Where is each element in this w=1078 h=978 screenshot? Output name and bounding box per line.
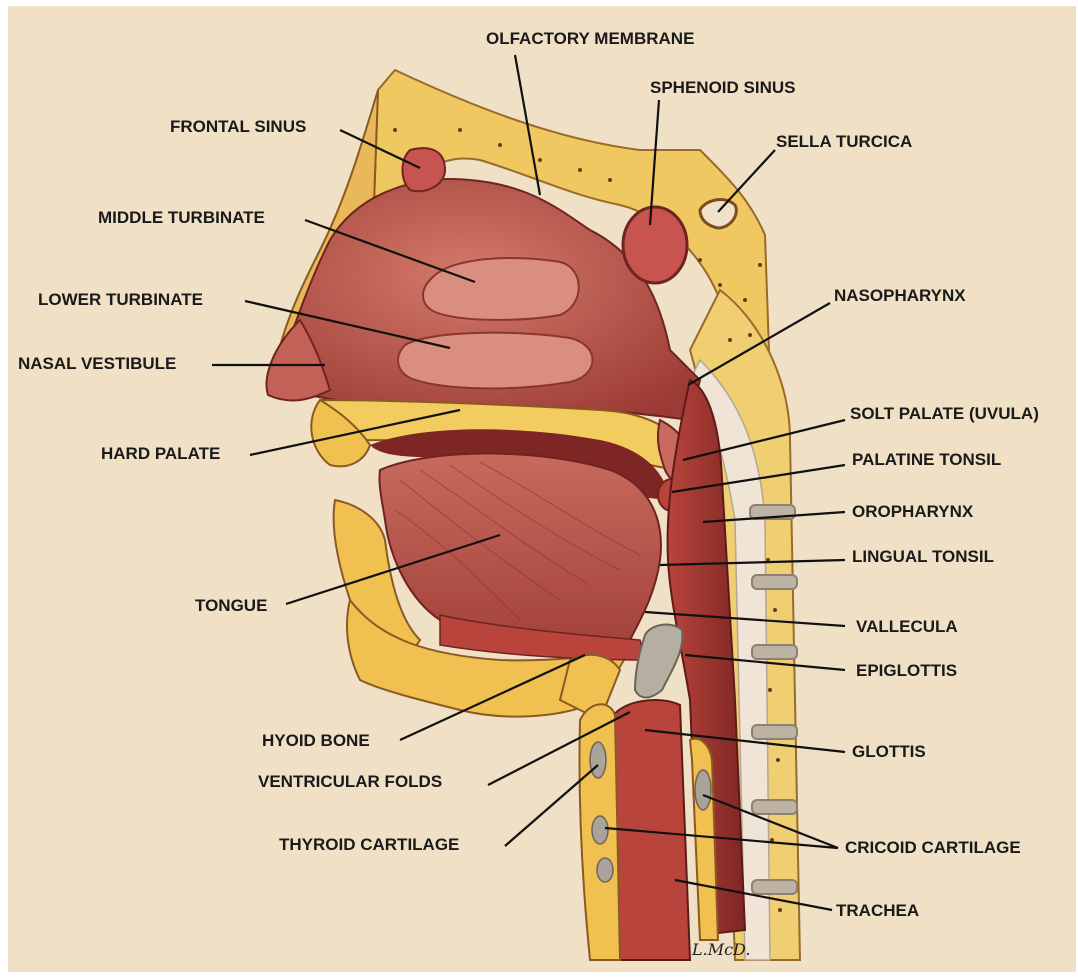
- label-olfactory-membrane: OLFACTORY MEMBRANE: [486, 29, 694, 49]
- label-middle-turbinate: MIDDLE TURBINATE: [98, 208, 265, 228]
- label-vallecula: VALLECULA: [856, 617, 958, 637]
- label-cricoid-cartilage: CRICOID CARTILAGE: [845, 838, 1021, 858]
- label-epiglottis: EPIGLOTTIS: [856, 661, 957, 681]
- label-tongue: TONGUE: [195, 596, 267, 616]
- label-soft-palate: SOLT PALATE (UVULA): [850, 404, 1039, 424]
- label-nasopharynx: NASOPHARYNX: [834, 286, 966, 306]
- label-glottis: GLOTTIS: [852, 742, 926, 762]
- sella-turcica-shape: [700, 200, 736, 228]
- label-hyoid-bone: HYOID BONE: [262, 731, 370, 751]
- label-nasal-vestibule: NASAL VESTIBULE: [18, 354, 176, 374]
- label-sphenoid-sinus: SPHENOID SINUS: [650, 78, 795, 98]
- label-trachea: TRACHEA: [836, 901, 919, 921]
- label-hard-palate: HARD PALATE: [101, 444, 220, 464]
- sphenoid-sinus-shape: [623, 207, 687, 283]
- label-ventricular-folds: VENTRICULAR FOLDS: [258, 772, 442, 792]
- label-sella-turcica: SELLA TURCICA: [776, 132, 912, 152]
- middle-turbinate-shape: [423, 258, 579, 320]
- label-palatine-tonsil: PALATINE TONSIL: [852, 450, 1001, 470]
- lower-turbinate-shape: [398, 333, 592, 389]
- frontal-sinus-shape: [403, 148, 446, 191]
- label-lower-turbinate: LOWER TURBINATE: [38, 290, 203, 310]
- label-lingual-tonsil: LINGUAL TONSIL: [852, 547, 994, 567]
- label-thyroid-cartilage: THYROID CARTILAGE: [279, 835, 459, 855]
- label-oropharynx: OROPHARYNX: [852, 502, 973, 522]
- label-frontal-sinus: FRONTAL SINUS: [170, 117, 306, 137]
- artist-signature: L.McD.: [692, 940, 750, 959]
